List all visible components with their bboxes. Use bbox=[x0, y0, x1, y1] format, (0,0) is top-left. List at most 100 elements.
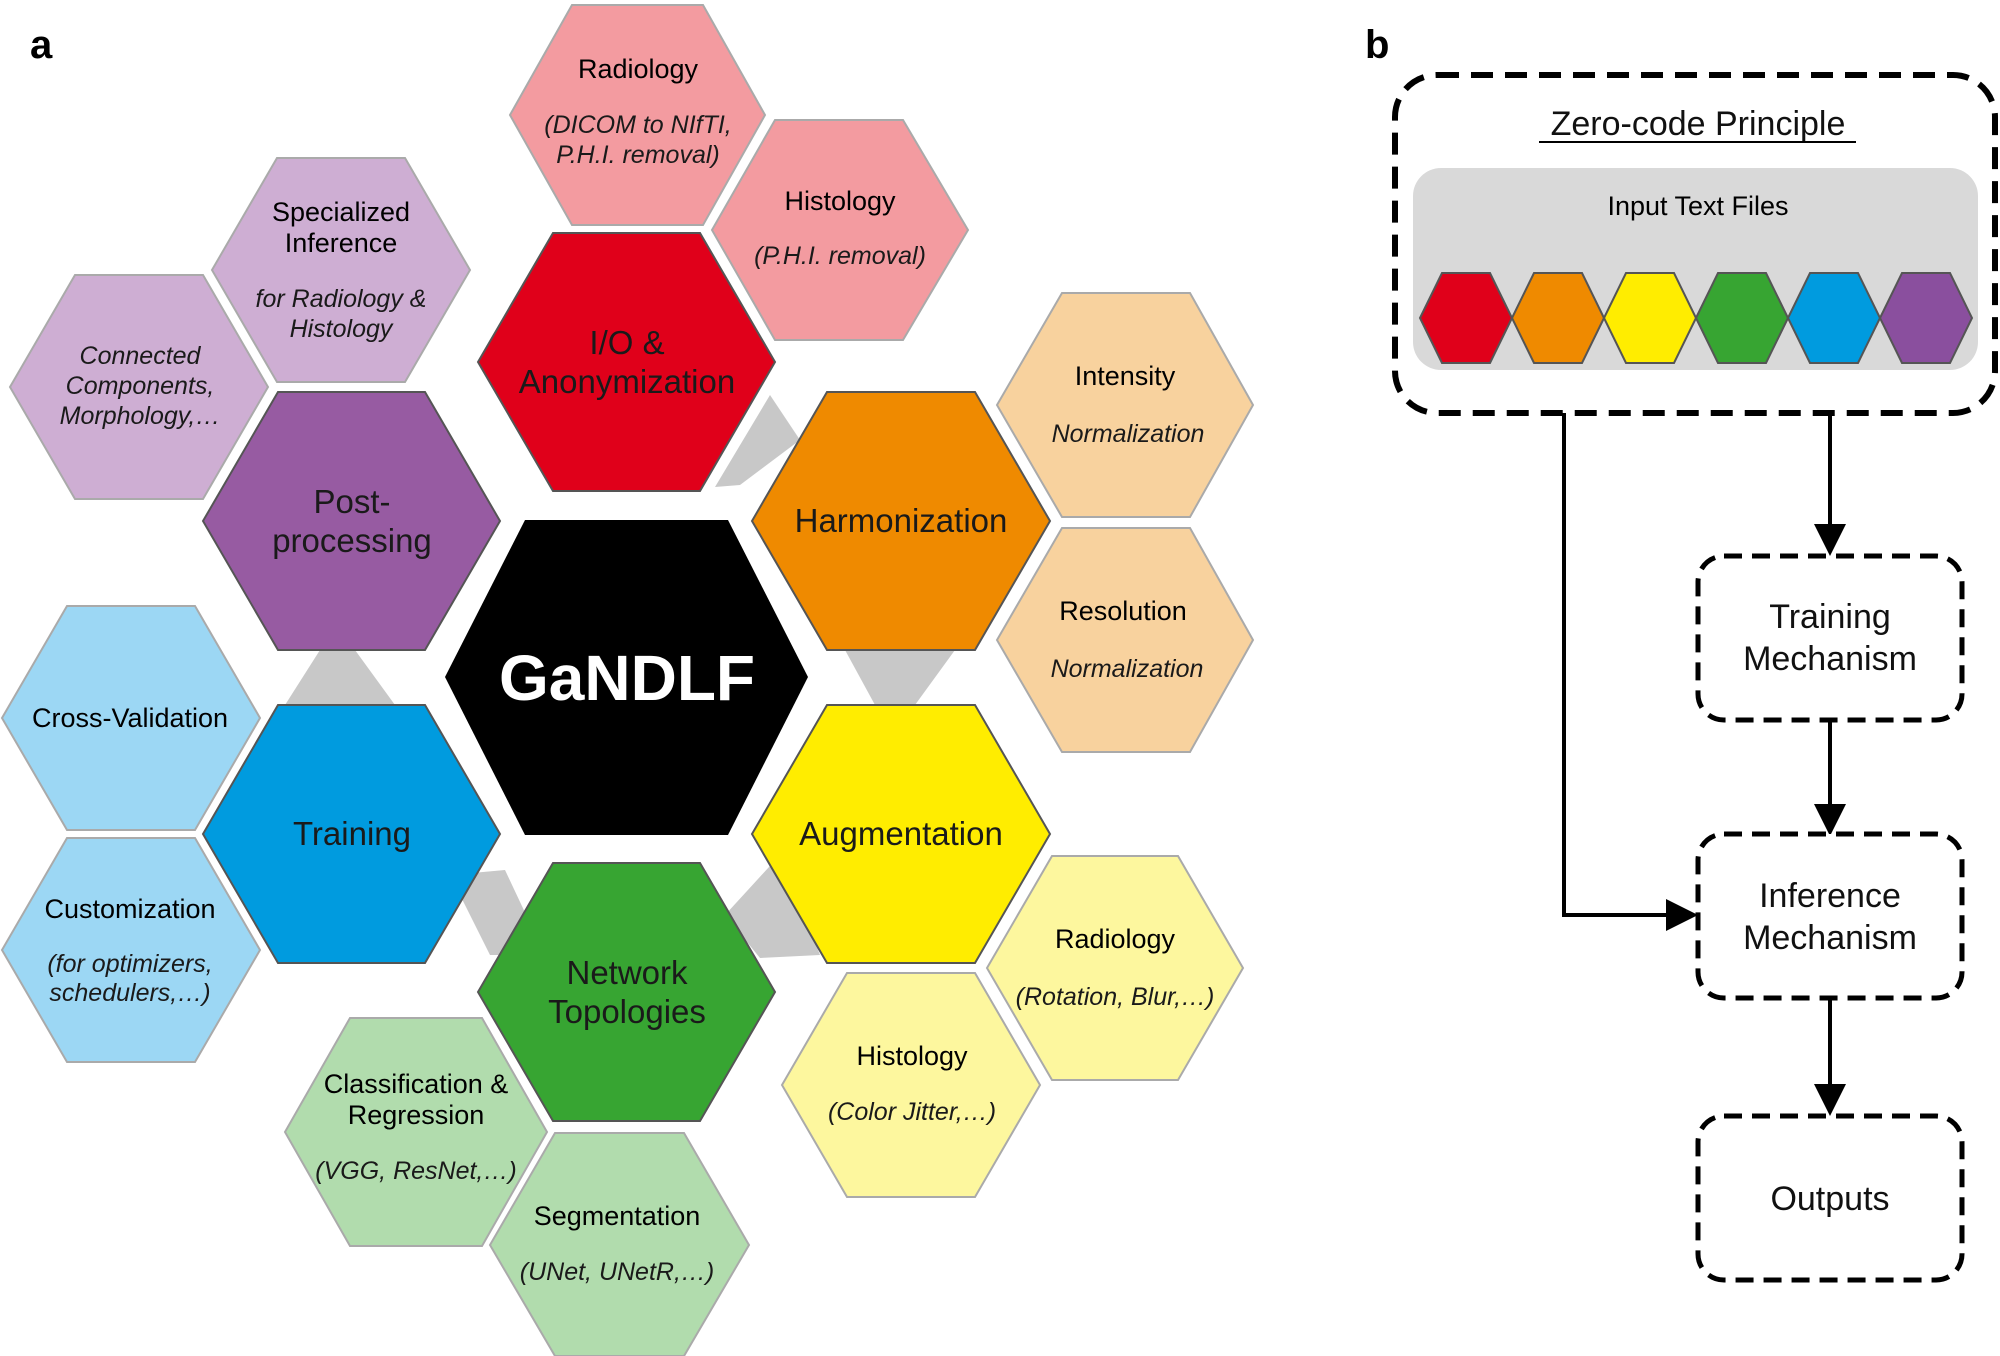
submodule-histology-augmentation[interactable]: Histology (Color Jitter,…) bbox=[780, 972, 1042, 1198]
submodule-detail: (VGG, ResNet,…) bbox=[315, 1157, 516, 1185]
zero-code-principle-box: Zero-code Principle Input Text Files bbox=[1392, 72, 1998, 416]
hexagon-shape bbox=[0, 605, 262, 831]
submodule-resolution-normalization[interactable]: Resolution Normalization bbox=[995, 527, 1255, 753]
submodule-detail: (Color Jitter,…) bbox=[828, 1098, 996, 1126]
hexagon-shape bbox=[0, 837, 262, 1063]
module-title: Augmentation bbox=[799, 815, 1003, 852]
bridge-augmentation-network bbox=[725, 855, 820, 958]
hexagon-shape bbox=[8, 274, 270, 500]
hexagon-shape bbox=[488, 1132, 751, 1356]
flow-arrows bbox=[1562, 413, 1846, 1116]
hexagon-shape bbox=[995, 527, 1255, 753]
submodule-title: Cross-Validation bbox=[32, 703, 228, 733]
module-title: Harmonization bbox=[795, 502, 1008, 539]
submodule-detail: schedulers,…) bbox=[49, 979, 210, 1007]
outputs-box[interactable]: Outputs bbox=[1695, 1113, 1965, 1283]
submodule-title: Intensity bbox=[1075, 361, 1176, 391]
hexagon-shape bbox=[283, 1017, 549, 1247]
module-network-topologies[interactable]: Network Topologies bbox=[476, 862, 777, 1122]
bridge-harmonization-augmentation bbox=[845, 650, 955, 705]
box-border bbox=[1695, 553, 1965, 723]
submodule-detail: Histology bbox=[290, 315, 394, 343]
submodule-title: Segmentation bbox=[534, 1201, 701, 1231]
input-file-hexagons bbox=[1418, 272, 1974, 364]
module-title: Topologies bbox=[548, 993, 706, 1030]
submodule-title: Radiology bbox=[1055, 924, 1176, 954]
module-post-processing[interactable]: Post- processing bbox=[201, 391, 502, 651]
module-harmonization[interactable]: Harmonization bbox=[750, 391, 1052, 651]
submodule-radiology-io[interactable]: Radiology (DICOM to NIfTI, P.H.I. remova… bbox=[508, 4, 767, 226]
submodule-specialized-inference[interactable]: Specialized Inference for Radiology & Hi… bbox=[210, 157, 472, 383]
submodule-customization[interactable]: Customization (for optimizers, scheduler… bbox=[0, 837, 262, 1063]
submodule-intensity-normalization[interactable]: Intensity Normalization bbox=[995, 292, 1255, 518]
submodule-classification-regression[interactable]: Classification & Regression (VGG, ResNet… bbox=[283, 1017, 549, 1247]
module-io-anonymization[interactable]: I/O & Anonymization bbox=[476, 232, 777, 492]
module-augmentation[interactable]: Augmentation bbox=[750, 704, 1052, 964]
submodule-detail: Morphology,… bbox=[60, 402, 221, 430]
submodule-histology-io[interactable]: Histology (P.H.I. removal) bbox=[710, 119, 970, 341]
module-title: Training bbox=[293, 815, 411, 852]
hexagon-shape bbox=[201, 704, 502, 964]
box-label: Mechanism bbox=[1743, 640, 1917, 678]
principle-title: Zero-code Principle bbox=[1551, 105, 1846, 143]
module-title: Network bbox=[566, 954, 688, 991]
module-title: Anonymization bbox=[519, 363, 735, 400]
submodule-detail: (Rotation, Blur,…) bbox=[1016, 983, 1215, 1011]
module-title: processing bbox=[272, 522, 432, 559]
center-gandlf[interactable]: GaNDLF bbox=[445, 520, 808, 835]
submodule-cross-validation[interactable]: Cross-Validation bbox=[0, 605, 262, 831]
submodule-title: Classification & bbox=[324, 1069, 509, 1099]
input-files-title: Input Text Files bbox=[1607, 191, 1788, 221]
hexagon-shape bbox=[710, 119, 970, 341]
zero-code-border bbox=[1392, 72, 1998, 416]
panel-b-label: b bbox=[1365, 23, 1389, 67]
hexagon-shape bbox=[201, 391, 502, 651]
hexagon-shape bbox=[508, 4, 767, 226]
hexagon-shape bbox=[750, 704, 1052, 964]
box-label: Training bbox=[1769, 598, 1891, 636]
hexagon-shape bbox=[476, 232, 777, 492]
box-label: Outputs bbox=[1770, 1180, 1889, 1218]
submodule-radiology-augmentation[interactable]: Radiology (Rotation, Blur,…) bbox=[985, 855, 1245, 1081]
bridge-io-harmonization bbox=[715, 395, 800, 487]
panel-a-label: a bbox=[30, 23, 53, 67]
submodule-connected-components[interactable]: Connected Components, Morphology,… bbox=[8, 274, 270, 500]
submodule-detail: (P.H.I. removal) bbox=[754, 242, 926, 270]
submodule-detail: (for optimizers, bbox=[47, 950, 212, 978]
box-label: Mechanism bbox=[1743, 919, 1917, 957]
submodule-detail: (UNet, UNetR,…) bbox=[520, 1258, 714, 1286]
hexagon-shape bbox=[750, 391, 1052, 651]
hexagon-shape bbox=[476, 862, 777, 1122]
input-file-hex-6 bbox=[1878, 272, 1974, 364]
hexagon-shape bbox=[210, 157, 472, 383]
submodule-title: Specialized bbox=[272, 197, 410, 227]
submodule-detail: Connected bbox=[80, 342, 202, 370]
hexagon-shape bbox=[445, 520, 808, 835]
submodule-segmentation[interactable]: Segmentation (UNet, UNetR,…) bbox=[488, 1132, 751, 1356]
submodule-title: Regression bbox=[348, 1100, 485, 1130]
hexagon-shape bbox=[985, 855, 1245, 1081]
box-border bbox=[1695, 831, 1965, 1001]
hexagon-shape bbox=[995, 292, 1255, 518]
box-label: Inference bbox=[1759, 877, 1901, 915]
submodule-detail: (DICOM to NIfTI, bbox=[544, 111, 732, 139]
submodule-title: Customization bbox=[44, 894, 215, 924]
module-title: I/O & bbox=[589, 324, 664, 361]
submodule-title: Histology bbox=[784, 186, 896, 216]
submodule-title: Resolution bbox=[1059, 596, 1187, 626]
submodule-detail: for Radiology & bbox=[256, 285, 427, 313]
hexagon-shape bbox=[780, 972, 1042, 1198]
training-mechanism-box[interactable]: Training Mechanism bbox=[1695, 553, 1965, 723]
submodule-detail: P.H.I. removal) bbox=[556, 141, 719, 169]
module-title: Post- bbox=[313, 483, 390, 520]
submodule-detail: Components, bbox=[66, 372, 215, 400]
module-training[interactable]: Training bbox=[201, 704, 502, 964]
submodule-title: Inference bbox=[285, 228, 398, 258]
bridge-training-postprocessing bbox=[285, 650, 395, 705]
inference-mechanism-box[interactable]: Inference Mechanism bbox=[1695, 831, 1965, 1001]
center-title: GaNDLF bbox=[499, 642, 755, 714]
arrow-inputs-to-inference bbox=[1562, 413, 1698, 931]
submodule-title: Histology bbox=[856, 1041, 968, 1071]
box-border bbox=[1695, 1113, 1965, 1283]
